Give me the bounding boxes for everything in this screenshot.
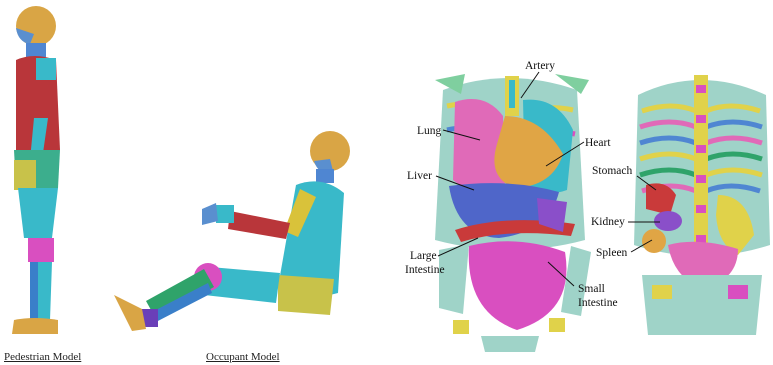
label-artery: Artery [525,60,555,72]
label-stomach: Stomach [592,165,632,177]
label-small-intestine-line2: Intestine [578,297,618,309]
pedestrian-model-figure [0,0,80,345]
spleen-shape [642,229,666,253]
label-kidney: Kidney [591,216,625,228]
occupant-model-caption: Occupant Model [206,351,280,363]
label-large-intestine-line2: Intestine [405,264,445,276]
pedestrian-shoulder [36,58,56,80]
spine-back-figure [628,75,773,345]
occupant-pelvis [278,275,334,315]
small-intestine-shape [469,241,567,330]
label-spleen: Spleen [596,247,627,259]
pedestrian-hip [14,160,36,190]
occupant-model-figure [110,125,355,340]
pedestrian-thigh [18,188,58,238]
pedestrian-calf [30,262,38,320]
pedestrian-neck [26,43,46,57]
label-lung: Lung [417,125,441,137]
kidney-shape [654,211,682,231]
label-large-intestine-line1: Large [410,250,437,262]
pedestrian-model-caption: Pedestrian Model [4,351,81,363]
label-small-intestine-line1: Small [578,283,605,295]
occupant-neck [316,169,334,183]
occupant-hand [202,203,218,225]
label-heart: Heart [585,137,611,149]
pedestrian-foot [12,318,58,334]
occupant-foot [114,295,146,331]
pedestrian-arm [36,80,50,120]
label-liver: Liver [407,170,432,182]
occupant-forearm [228,211,290,239]
occupant-wrist [216,205,234,223]
pedestrian-knee [28,238,54,262]
thorax-front-figure [425,70,595,360]
